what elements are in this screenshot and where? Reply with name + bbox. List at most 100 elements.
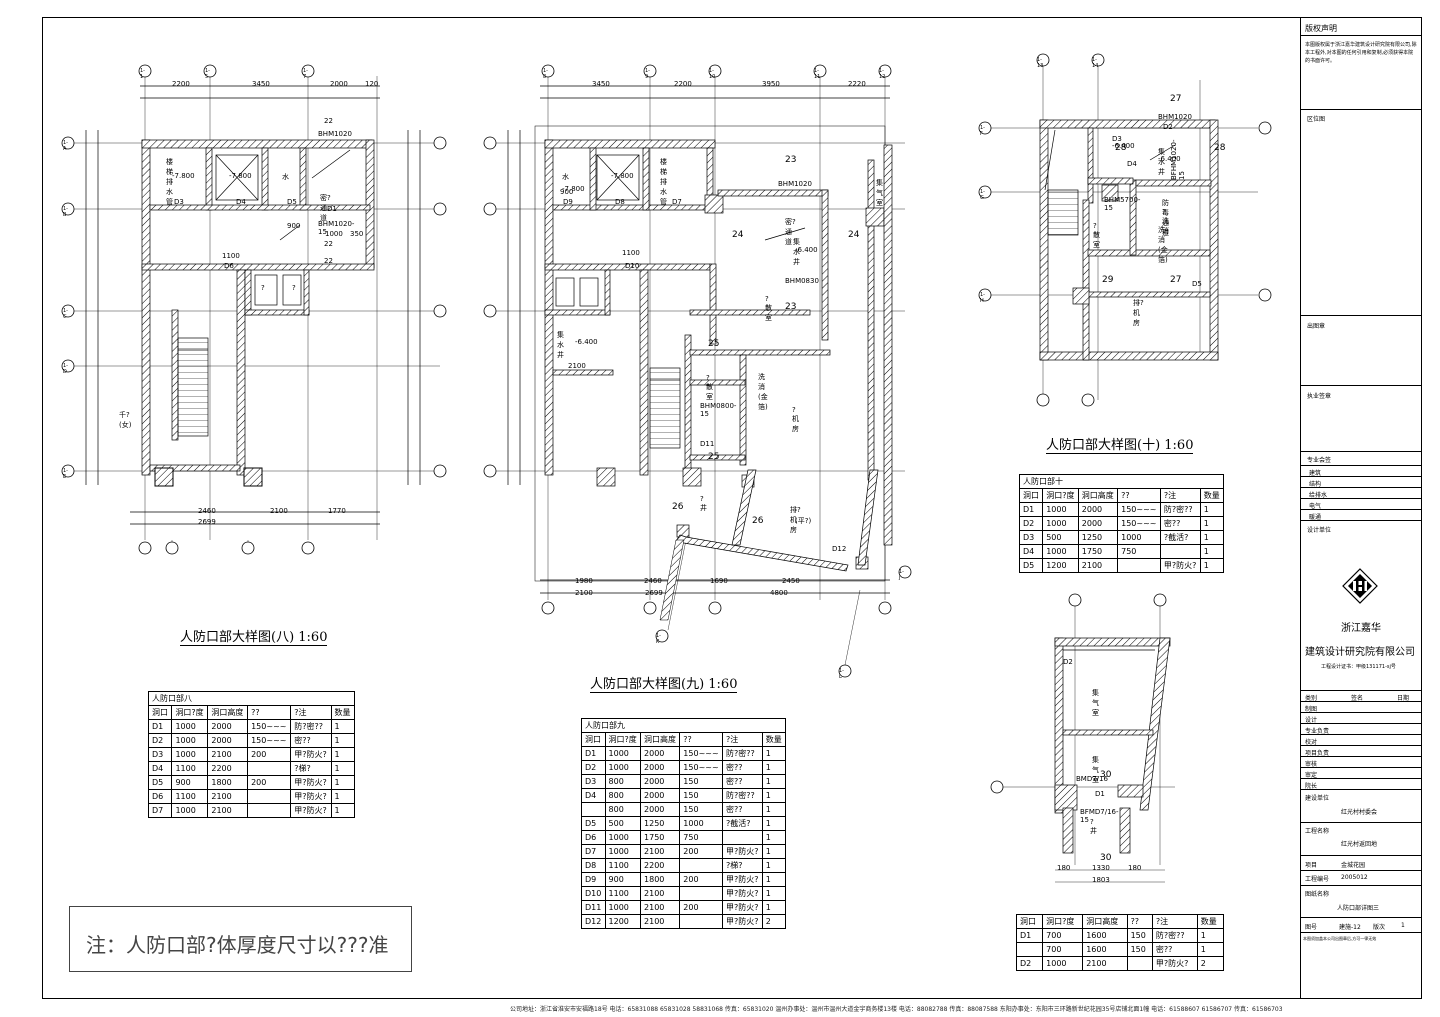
- label: 密?通道: [320, 194, 331, 222]
- item-label: 项目: [1305, 862, 1318, 869]
- label: -7.800: [172, 172, 195, 180]
- label: -6.400: [1158, 155, 1181, 163]
- plan-8: [68, 76, 440, 552]
- label: 4800: [770, 589, 788, 597]
- label: 29: [1102, 275, 1114, 285]
- label: 1690: [710, 577, 728, 585]
- grid-label: 1-K: [656, 633, 661, 645]
- company-name-2: 建筑设计研究院有限公司: [1305, 647, 1415, 658]
- discipline-row: 暖通: [1301, 509, 1422, 521]
- practice-stamp-label: 执业签章: [1307, 393, 1332, 400]
- label: 2200: [172, 80, 190, 88]
- sign-row: 审定: [1301, 767, 1422, 779]
- label: 水: [562, 173, 569, 181]
- label: 2220: [848, 80, 866, 88]
- grid-label: 1-D: [63, 363, 68, 375]
- plan8-title: 人防口部大样图(八) 1:60: [180, 626, 328, 646]
- label: 集水井: [1158, 148, 1165, 176]
- label: BHM1020: [318, 130, 352, 138]
- table-header-row: 洞口洞口?度洞口高度???注数量: [1015, 914, 1225, 929]
- specialty-sign-label: 专业会签: [1307, 457, 1332, 464]
- label: -7.800: [562, 185, 585, 193]
- grid-label: 1-B: [63, 206, 68, 218]
- plan10-title: 人防口部大样图(十) 1:60: [1046, 434, 1194, 454]
- label: D4: [1127, 160, 1137, 168]
- label: 25: [708, 452, 720, 462]
- label: 洗消(金箔): [1158, 226, 1168, 264]
- label: -6.400: [795, 246, 818, 254]
- drawing-no-label: 图号: [1305, 924, 1318, 931]
- label: 3450: [252, 80, 270, 88]
- label: 28: [1214, 143, 1226, 153]
- grid-label: 1-L: [839, 668, 844, 680]
- label: 水: [282, 173, 289, 181]
- label: 2100: [568, 362, 586, 370]
- label: ?散室: [706, 374, 713, 401]
- label: BHM5700-15: [1104, 196, 1141, 212]
- grid-label: 1-12: [879, 68, 886, 80]
- label: 1980: [575, 577, 593, 585]
- label: 27: [1170, 94, 1182, 104]
- label: -7.800: [229, 172, 252, 180]
- label: 30: [1100, 770, 1112, 780]
- label: 防毒通道: [1162, 199, 1169, 237]
- label: D1: [327, 205, 337, 213]
- label: BHM1020-15: [318, 220, 355, 236]
- label: ?井: [700, 495, 707, 512]
- label: -6.400: [575, 338, 598, 346]
- label: 350: [350, 230, 364, 238]
- grid-label: 1-8: [543, 68, 548, 80]
- review-stamp-label: 出图章: [1307, 323, 1326, 330]
- copyright-text: 本图版权属于浙江嘉华建筑设计研究院有限公司,除本工程外,对本图的任何引用和复制,…: [1305, 42, 1417, 64]
- label: (平?): [795, 517, 812, 525]
- label: D10: [625, 262, 640, 270]
- label: 28: [1115, 143, 1127, 153]
- label: 2460: [198, 507, 216, 515]
- drawing-frame: [42, 17, 1422, 999]
- label: D5: [287, 198, 297, 206]
- project-label: 工程名称: [1305, 828, 1330, 835]
- label: 22: [324, 117, 333, 125]
- plan-9: [490, 76, 905, 666]
- sign-row: 审核: [1301, 756, 1422, 768]
- title-block: 版权声明 本图版权属于浙江嘉华建筑设计研究院有限公司,除本工程外,对本图的任何引…: [1300, 17, 1422, 999]
- grid-label: 1-G: [980, 189, 985, 201]
- label: 2460: [644, 577, 662, 585]
- grid-label: 1-10: [709, 68, 716, 80]
- label: 千?(女): [119, 411, 132, 429]
- company-logo-icon: [1342, 568, 1378, 604]
- version-value: 1: [1401, 922, 1405, 929]
- label: 1000: [325, 230, 343, 238]
- label: 2699: [645, 589, 663, 597]
- grid-label: 1-7: [303, 68, 308, 80]
- drawing-name-value: 人防口部详图三: [1337, 905, 1380, 912]
- label: 27: [1170, 275, 1182, 285]
- sign-row: 项目负责: [1301, 745, 1422, 757]
- label: 23: [785, 155, 797, 165]
- label: 排?机房: [790, 506, 801, 534]
- label: 1330: [1092, 864, 1110, 872]
- zone-map-label: 区位图: [1307, 116, 1326, 123]
- title-block-footnote: 本图须加盖本公司出图章后,方可一律无效: [1303, 936, 1377, 941]
- grid-label: 1-5: [205, 68, 210, 80]
- label: D1: [1095, 790, 1105, 798]
- schedule-caption: 人防口部九: [581, 718, 786, 733]
- label: ?散室: [765, 295, 772, 322]
- table-header-row: 洞口洞口?度洞口高度???注数量: [147, 705, 356, 720]
- floor-plans: [61, 53, 1272, 883]
- discipline-row: 建筑: [1301, 465, 1422, 477]
- client-value: 红光村村委会: [1341, 809, 1378, 816]
